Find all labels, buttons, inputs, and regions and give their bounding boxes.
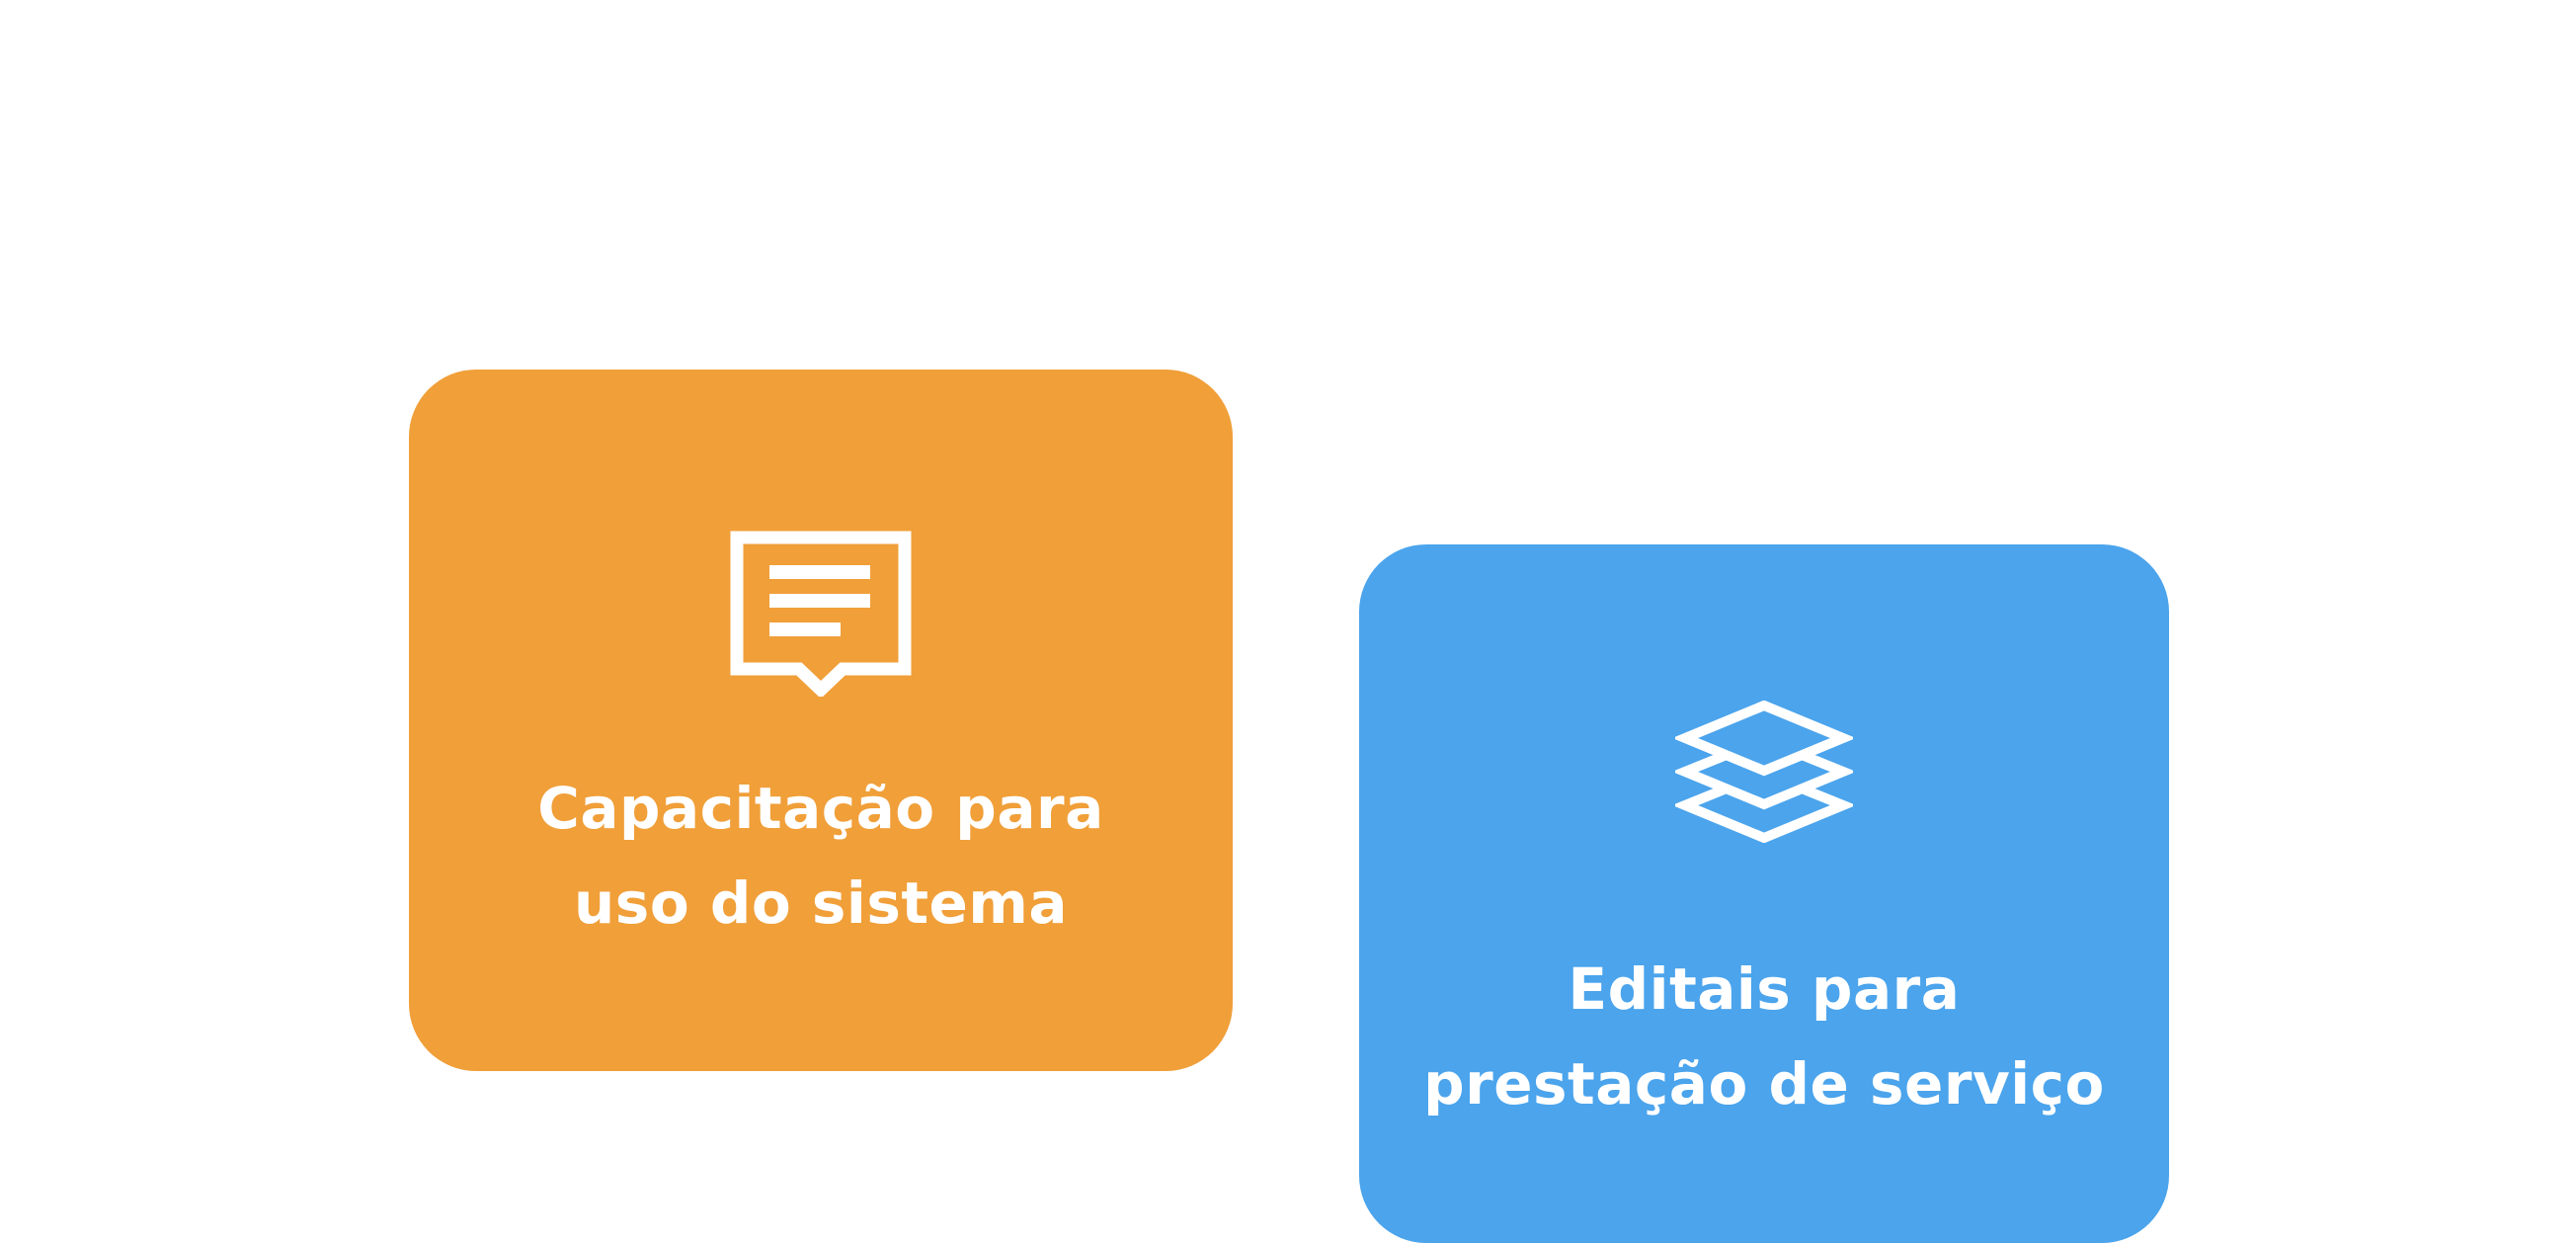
card-title-line-1: Editais para [1568, 955, 1961, 1023]
card-editais[interactable]: Editais para prestação de serviço [1359, 544, 2169, 1243]
layers-icon [1675, 701, 1853, 843]
card-title-line-2: uso do sistema [574, 870, 1068, 937]
message-lines-icon [730, 531, 912, 697]
card-title-line-2: prestação de serviço [1423, 1050, 2105, 1118]
card-title-line-1: Capacitação para [537, 775, 1104, 842]
card-capacitacao[interactable]: Capacitação para uso do sistema [409, 370, 1233, 1071]
card-title: Capacitação para uso do sistema [409, 761, 1233, 951]
card-title: Editais para prestação de serviço [1359, 942, 2169, 1131]
